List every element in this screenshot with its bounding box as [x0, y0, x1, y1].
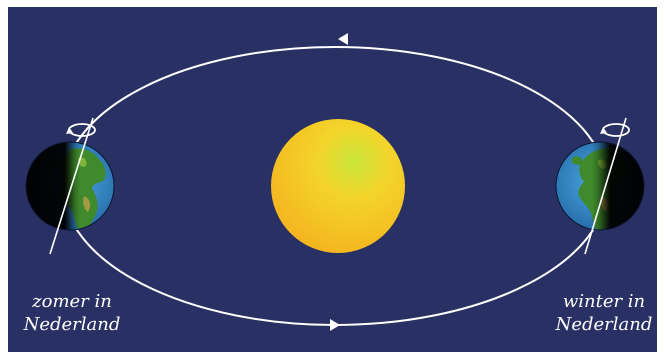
sun: [271, 119, 405, 253]
earth-winter: [550, 118, 650, 254]
label-winter-line2: Nederland: [548, 313, 660, 336]
label-winter-line1: winter in: [548, 290, 660, 313]
rotation-arrow-icon: [600, 124, 629, 136]
label-winter: winter in Nederland: [548, 290, 660, 336]
rotation-arrow-icon: [66, 124, 95, 136]
earth-summer: [20, 118, 120, 254]
label-summer-line2: Nederland: [18, 313, 126, 336]
label-summer: zomer in Nederland: [18, 290, 126, 336]
orbit-arrow-icon: [330, 319, 340, 331]
label-summer-line1: zomer in: [18, 290, 126, 313]
orbit-arrow-icon: [338, 33, 348, 45]
